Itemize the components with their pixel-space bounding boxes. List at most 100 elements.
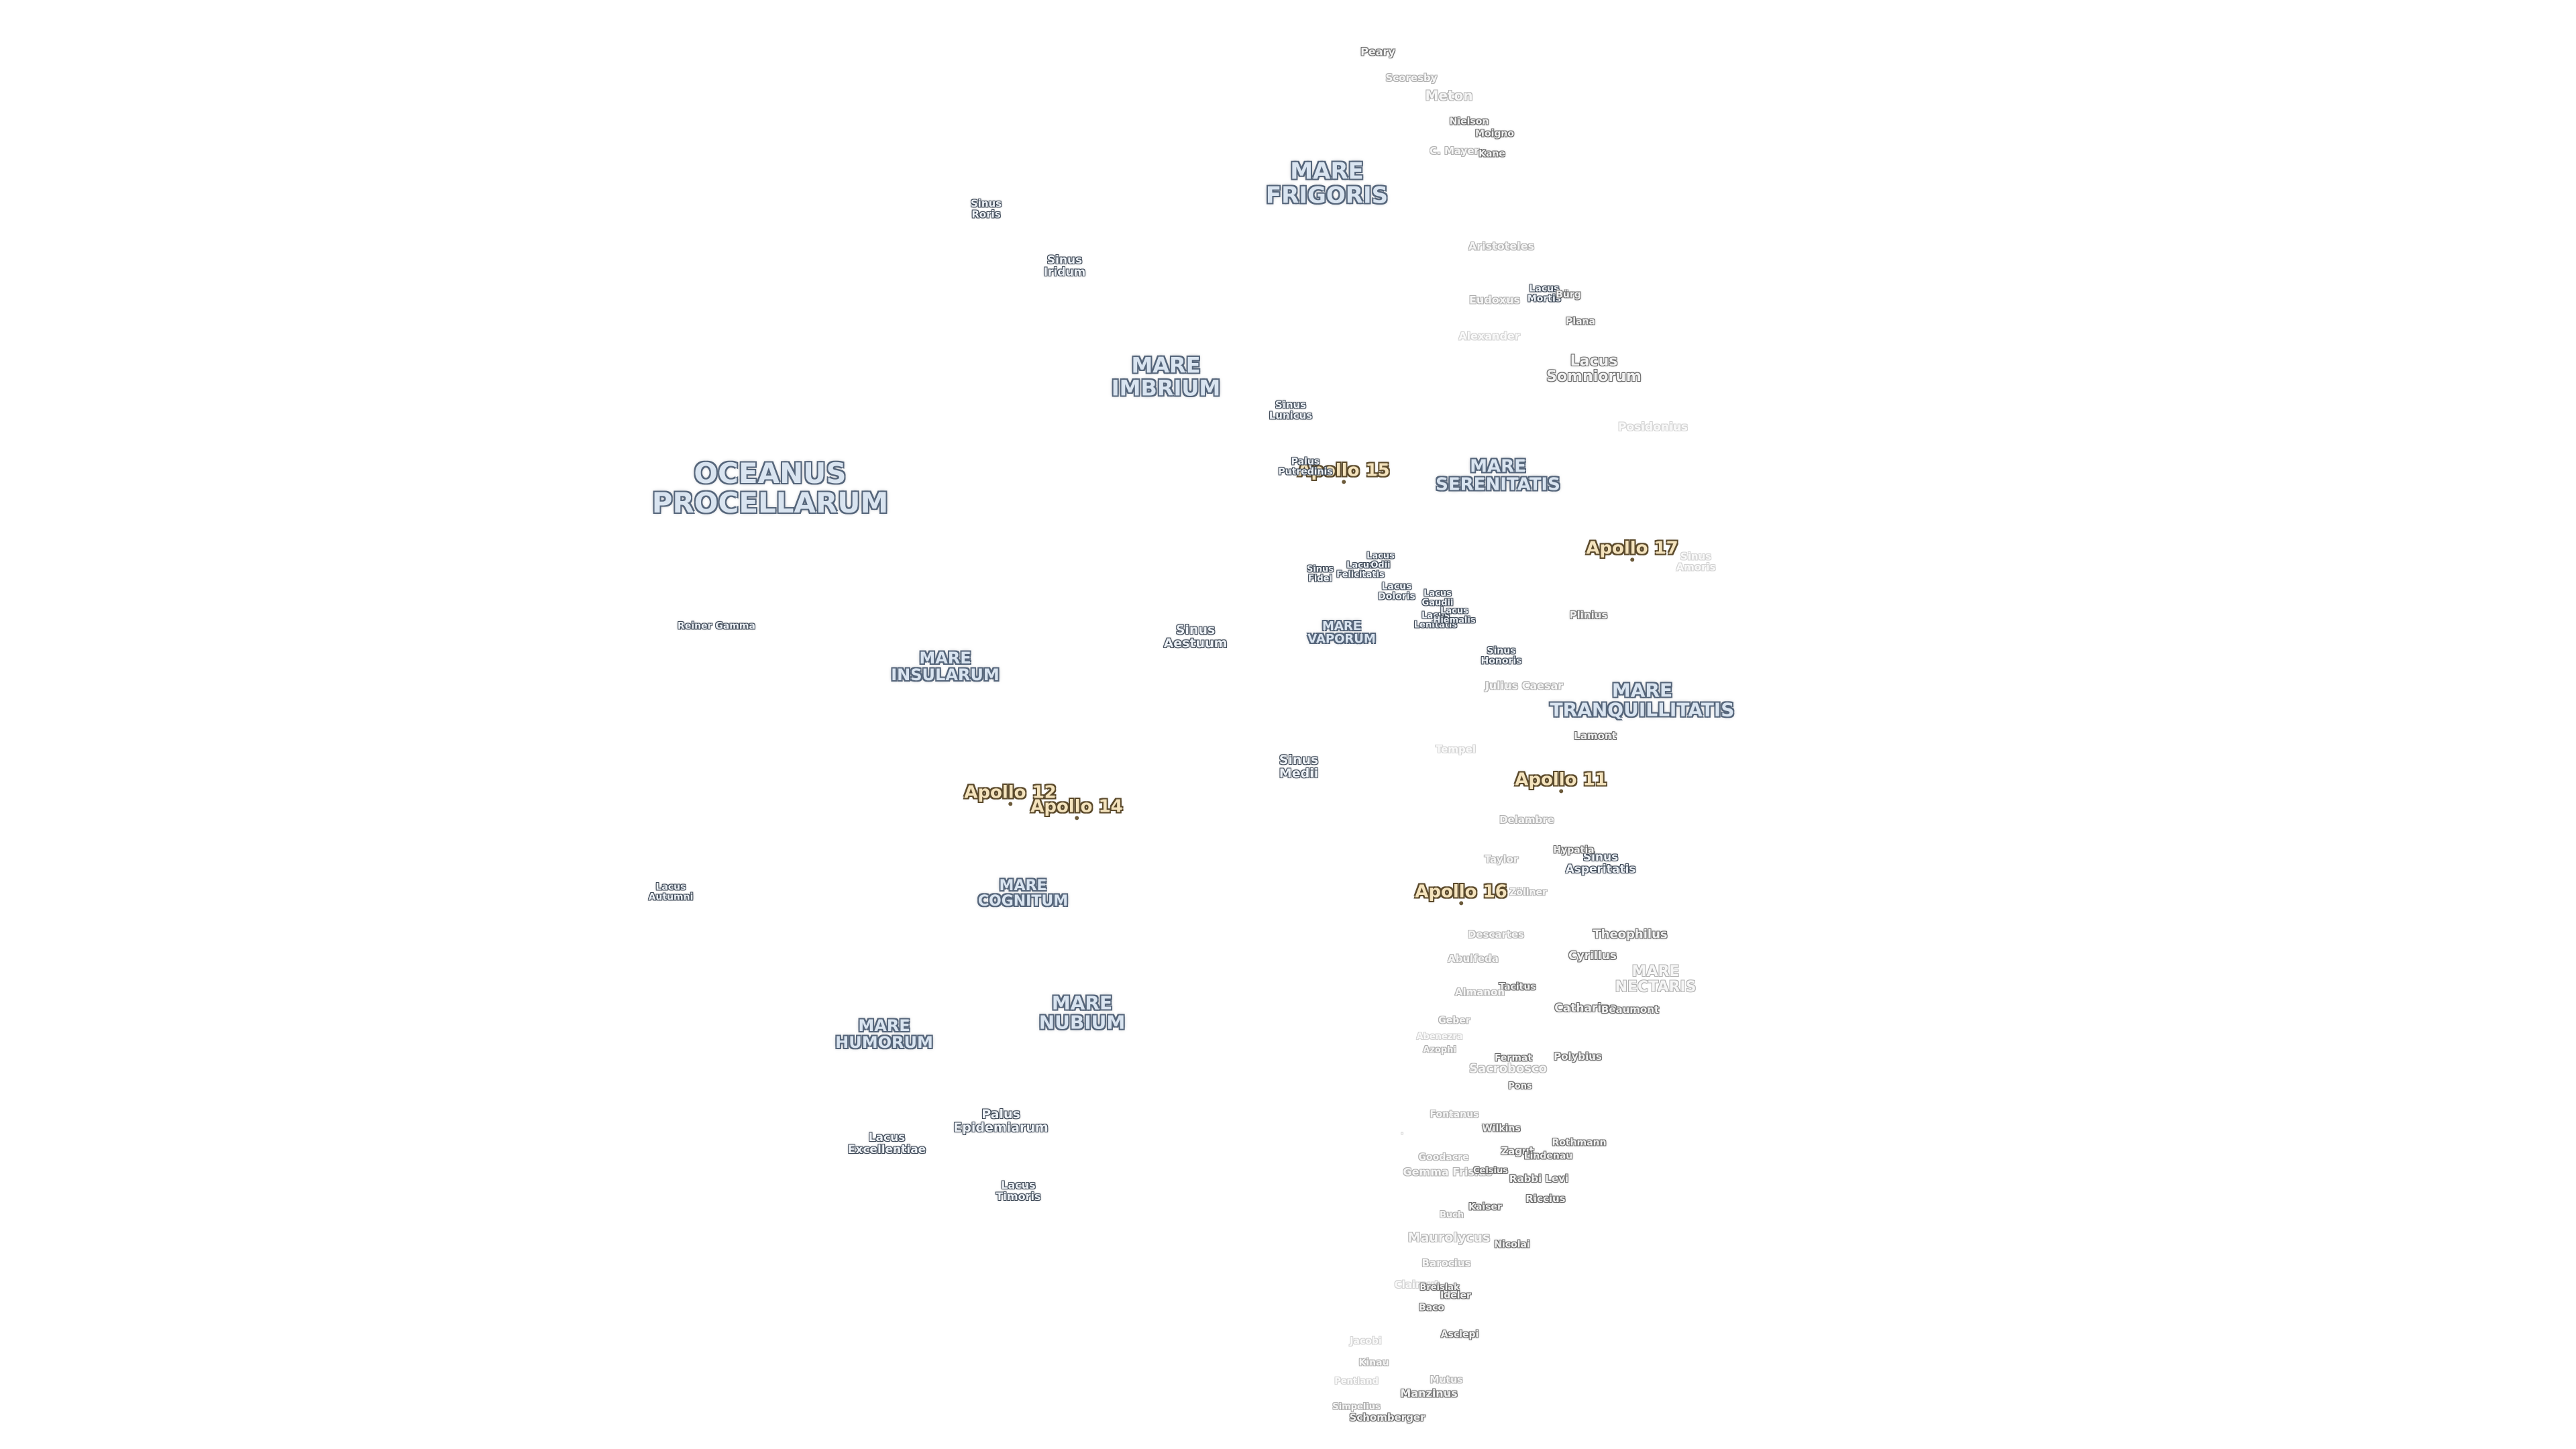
label-line: Posidonius [1617, 421, 1688, 435]
label-line: Lacus [1570, 352, 1618, 370]
label-hypatia: Hypatia [1553, 845, 1595, 856]
label-line: Plinius [1569, 609, 1608, 622]
label-breislak: Breislak [1419, 1283, 1459, 1293]
label-line: MARE [1051, 991, 1113, 1014]
label-clairaut: Clairaut [1394, 1279, 1440, 1291]
label-line: COGNITUM [977, 893, 1069, 910]
label-line: Geber [1438, 1015, 1470, 1026]
label-line: Lacus [1529, 283, 1560, 294]
label-line: Iridum [1043, 266, 1086, 279]
label-line: Celsius [1473, 1166, 1508, 1177]
label-gemma-frisius: Gemma Frisius [1403, 1167, 1493, 1179]
label-line: Moigno [1475, 128, 1514, 140]
label-eudoxus: Eudoxus [1469, 294, 1520, 307]
label-fontenelle-2: · [1401, 1130, 1403, 1138]
label-baco: Baco [1419, 1303, 1444, 1313]
label-descartes: Descartes [1468, 929, 1524, 941]
label-line: Schomberger [1349, 1411, 1426, 1424]
label-line: Sinus [1279, 753, 1319, 768]
label-line: Plana [1566, 316, 1595, 327]
label-line: Lacus [1381, 581, 1412, 592]
label-lindenau: Lindenau [1524, 1151, 1573, 1162]
label-line: Mortis [1527, 293, 1562, 304]
label-line: MARE [1611, 679, 1673, 702]
label-line: MARE [1290, 158, 1364, 185]
label-line: Ideler [1440, 1290, 1471, 1301]
label-line: VAPORUM [1307, 632, 1376, 646]
label-line: Zöllner [1509, 887, 1547, 898]
label-kaiser: Kaiser [1468, 1202, 1502, 1213]
label-plana: Plana [1566, 317, 1595, 327]
label-line: Riccius [1525, 1193, 1566, 1205]
label-apollo-11: Apollo 11 [1515, 771, 1607, 794]
label-line: Tacitus [1499, 981, 1536, 993]
label-plinius: Plinius [1570, 610, 1608, 621]
label-line: Julius Caesar [1485, 679, 1564, 692]
label-line: Lenitatis [1413, 620, 1458, 630]
label-catharina: Catharina [1554, 1002, 1617, 1015]
label-line: Sinus [1487, 645, 1516, 657]
label-asclepi: Asclepi [1441, 1330, 1479, 1340]
label-line: Hypatia [1553, 845, 1595, 856]
label-line: Apollo 16 [1415, 881, 1507, 902]
label-buch: Buch [1440, 1211, 1464, 1220]
label-wilkins: Wilkins [1482, 1124, 1520, 1134]
label-line: Wilkins [1482, 1123, 1521, 1134]
label-line: Breislak [1419, 1283, 1460, 1293]
label-line: Beaumont [1601, 1004, 1660, 1016]
label-line: Goodacre [1418, 1152, 1469, 1163]
label-line: Apollo 14 [1030, 796, 1123, 817]
label-jacobi: Jacobi [1350, 1336, 1382, 1347]
label-line: MARE [1631, 963, 1680, 980]
label-line: Rothmann [1552, 1137, 1607, 1148]
label-nicolai: Nicolai [1494, 1240, 1529, 1250]
label-schomberger: Schomberger [1349, 1411, 1426, 1424]
label-line: IMBRIUM [1111, 375, 1221, 400]
label-line: Polybius [1554, 1051, 1602, 1063]
label-line: Jacobi [1350, 1336, 1382, 1347]
label-line: Palus [1291, 456, 1320, 468]
label-line: INSULARUM [891, 665, 1000, 684]
label-line: Roris [971, 208, 1001, 220]
label-line: SERENITATIS [1436, 475, 1560, 495]
label-line: MARE [999, 877, 1047, 894]
label-line: Lamont [1574, 730, 1617, 743]
label-meton: Meton [1425, 89, 1472, 103]
label-line: Aestuum [1163, 636, 1228, 651]
label-manzinus: Manzinus [1400, 1388, 1457, 1400]
label-apollo-16: Apollo 16 [1415, 881, 1507, 906]
label-burg: Bürg [1556, 290, 1581, 301]
label-line: Asclepi [1440, 1329, 1479, 1340]
label-polybius: Polybius [1554, 1051, 1602, 1063]
label-fermat: Fermat [1495, 1053, 1532, 1064]
label-line: Asperitatis [1565, 863, 1636, 876]
label-line: · [1400, 1129, 1404, 1138]
label-line: Kane [1479, 148, 1505, 160]
label-line: Scoresby [1385, 72, 1438, 85]
label-goodacre: Goodacre [1418, 1152, 1469, 1163]
label-line: Buch [1439, 1210, 1464, 1221]
label-line: Simpelius [1332, 1402, 1381, 1413]
label-apollo-15: Apollo 15 [1297, 462, 1390, 485]
label-line: Lacus [1366, 551, 1395, 561]
label-aristoteles: Aristoteles [1468, 241, 1534, 253]
label-line: Clairaut [1394, 1279, 1440, 1291]
